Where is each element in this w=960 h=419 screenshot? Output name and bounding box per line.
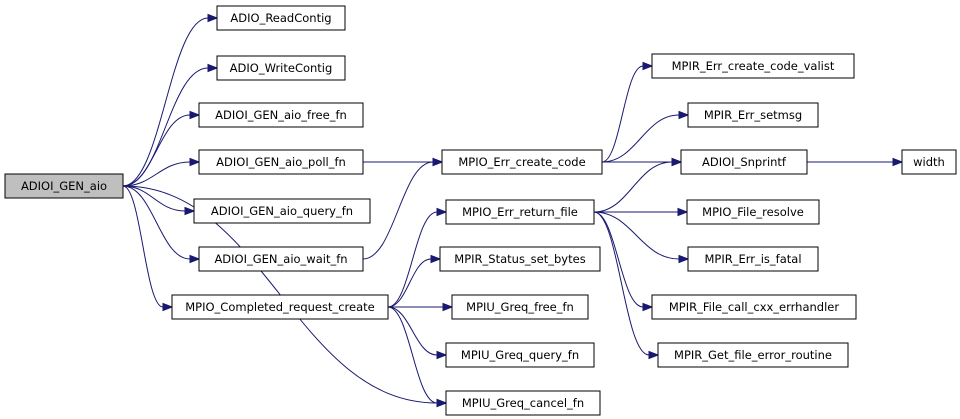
call-edge — [387, 306, 438, 404]
call-edge — [593, 211, 680, 260]
node-label: ADIO_WriteContig — [230, 61, 333, 75]
node-mpio-file-resolve[interactable]: MPIO_File_resolve — [686, 199, 820, 225]
arrowhead — [677, 207, 689, 217]
arrowhead — [671, 157, 683, 167]
call-edge — [601, 114, 680, 163]
node-label: MPIU_Greq_free_fn — [466, 300, 574, 314]
arrowhead — [642, 302, 654, 312]
arrowhead — [442, 302, 454, 312]
node-label: width — [913, 155, 945, 169]
call-edge — [387, 211, 438, 308]
call-edge — [122, 185, 164, 308]
call-edge — [122, 161, 191, 187]
arrowhead — [189, 254, 201, 264]
node-label: MPIO_Completed_request_create — [185, 300, 375, 314]
node-mpiu-greq-free-fn[interactable]: MPIU_Greq_free_fn — [451, 294, 589, 320]
node-mpio-err-create-code[interactable]: MPIO_Err_create_code — [441, 149, 603, 175]
arrowhead — [642, 61, 654, 71]
node-label: MPIR_Err_setmsg — [704, 108, 802, 122]
node-label: MPIR_Status_set_bytes — [454, 252, 585, 266]
node-label: ADIOI_GEN_aio_poll_fn — [216, 155, 346, 169]
node-adioi-gen-aio-query-fn[interactable]: ADIOI_GEN_aio_query_fn — [193, 198, 371, 224]
node-label: ADIOI_Snprintf — [702, 155, 787, 169]
node-label: ADIOI_GEN_aio — [21, 179, 107, 193]
call-edge — [122, 114, 191, 187]
call-edge — [387, 258, 432, 308]
node-label: MPIU_Greq_query_fn — [461, 348, 579, 362]
arrowhead — [648, 350, 660, 360]
arrowhead — [184, 206, 196, 216]
node-mpir-err-setmsg[interactable]: MPIR_Err_setmsg — [687, 102, 819, 128]
arrowhead — [189, 157, 201, 167]
node-label: ADIOI_GEN_aio_query_fn — [211, 204, 353, 218]
arrowhead — [892, 157, 904, 167]
node-adio-writecontig[interactable]: ADIO_WriteContig — [216, 55, 346, 81]
arrowhead — [207, 63, 219, 73]
node-mpio-completed-request-create[interactable]: MPIO_Completed_request_create — [171, 294, 389, 320]
arrowhead — [162, 302, 174, 312]
node-label: MPIR_File_call_cxx_errhandler — [669, 300, 839, 314]
node-mpir-file-call-cxx-errhandler[interactable]: MPIR_File_call_cxx_errhandler — [651, 294, 857, 320]
node-label: MPIO_Err_create_code — [458, 155, 585, 169]
call-edge — [593, 211, 644, 308]
call-edge — [122, 185, 191, 260]
node-adioi-gen-aio-poll-fn[interactable]: ADIOI_GEN_aio_poll_fn — [198, 149, 364, 175]
call-edge — [122, 17, 209, 187]
call-edge — [601, 65, 644, 163]
arrowhead — [678, 110, 690, 120]
node-label: MPIR_Err_is_fatal — [704, 252, 801, 266]
call-edge — [593, 161, 673, 213]
node-label: MPIO_Err_return_file — [462, 205, 578, 219]
arrowhead — [189, 110, 201, 120]
node-label: MPIU_Greq_cancel_fn — [462, 396, 584, 410]
node-width[interactable]: width — [901, 149, 957, 175]
node-adioi-gen-aio-wait-fn[interactable]: ADIOI_GEN_aio_wait_fn — [198, 246, 364, 272]
node-label: MPIO_File_resolve — [702, 205, 804, 219]
node-mpir-status-set-bytes[interactable]: MPIR_Status_set_bytes — [439, 246, 601, 272]
node-mpiu-greq-cancel-fn[interactable]: MPIU_Greq_cancel_fn — [445, 390, 601, 416]
node-adioi-gen-aio-free-fn[interactable]: ADIOI_GEN_aio_free_fn — [198, 102, 364, 128]
node-adio-readcontig[interactable]: ADIO_ReadContig — [216, 5, 346, 31]
arrowhead — [207, 13, 219, 23]
node-label: MPIR_Err_create_code_valist — [672, 59, 835, 73]
arrowhead — [678, 254, 690, 264]
node-adioi-snprintf[interactable]: ADIOI_Snprintf — [680, 149, 808, 175]
node-mpir-get-file-error-routine[interactable]: MPIR_Get_file_error_routine — [657, 342, 849, 368]
node-label: MPIR_Get_file_error_routine — [674, 348, 832, 362]
call-edge — [362, 161, 434, 260]
node-mpir-err-create-code-valist[interactable]: MPIR_Err_create_code_valist — [651, 53, 855, 79]
node-label: ADIOI_GEN_aio_free_fn — [215, 108, 347, 122]
call-edge — [387, 306, 438, 356]
node-mpiu-greq-query-fn[interactable]: MPIU_Greq_query_fn — [445, 342, 595, 368]
node-mpir-err-is-fatal[interactable]: MPIR_Err_is_fatal — [687, 246, 819, 272]
call-edge — [593, 211, 650, 356]
arrowhead — [436, 350, 448, 360]
arrowhead — [436, 398, 448, 408]
arrowhead — [430, 254, 442, 264]
node-mpio-err-return-file[interactable]: MPIO_Err_return_file — [445, 199, 595, 225]
node-label: ADIO_ReadContig — [230, 11, 331, 25]
node-label: ADIOI_GEN_aio_wait_fn — [214, 252, 347, 266]
call-nodes: ADIOI_GEN_aio ADIO_ReadContig ADIO_Write… — [4, 5, 957, 416]
arrowhead — [436, 207, 448, 217]
node-adioi-gen-aio[interactable]: ADIOI_GEN_aio — [4, 173, 124, 199]
arrowhead — [432, 157, 444, 167]
